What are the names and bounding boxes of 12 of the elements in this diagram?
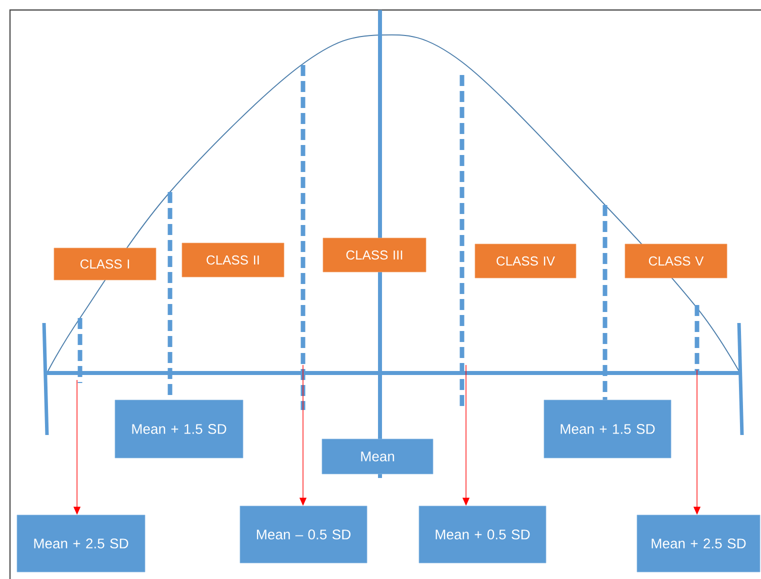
value-box: Mean + 0.5 SD [418, 506, 546, 564]
class-box: CLASS III [322, 238, 426, 272]
value-box: Mean – 0.5 SD [240, 506, 368, 564]
value-box: Mean + 1.5 SD [114, 400, 244, 458]
class-box: CLASS II [182, 242, 284, 278]
class-box: CLASS IV [474, 244, 576, 278]
value-box: Mean + 2.5 SD [636, 514, 760, 572]
value-box: Mean [322, 438, 434, 474]
value-box: Mean + 1.5 SD [544, 400, 672, 458]
value-box: Mean + 2.5 SD [16, 514, 146, 572]
class-box: CLASS I [54, 248, 156, 280]
class-box: CLASS V [624, 244, 728, 278]
